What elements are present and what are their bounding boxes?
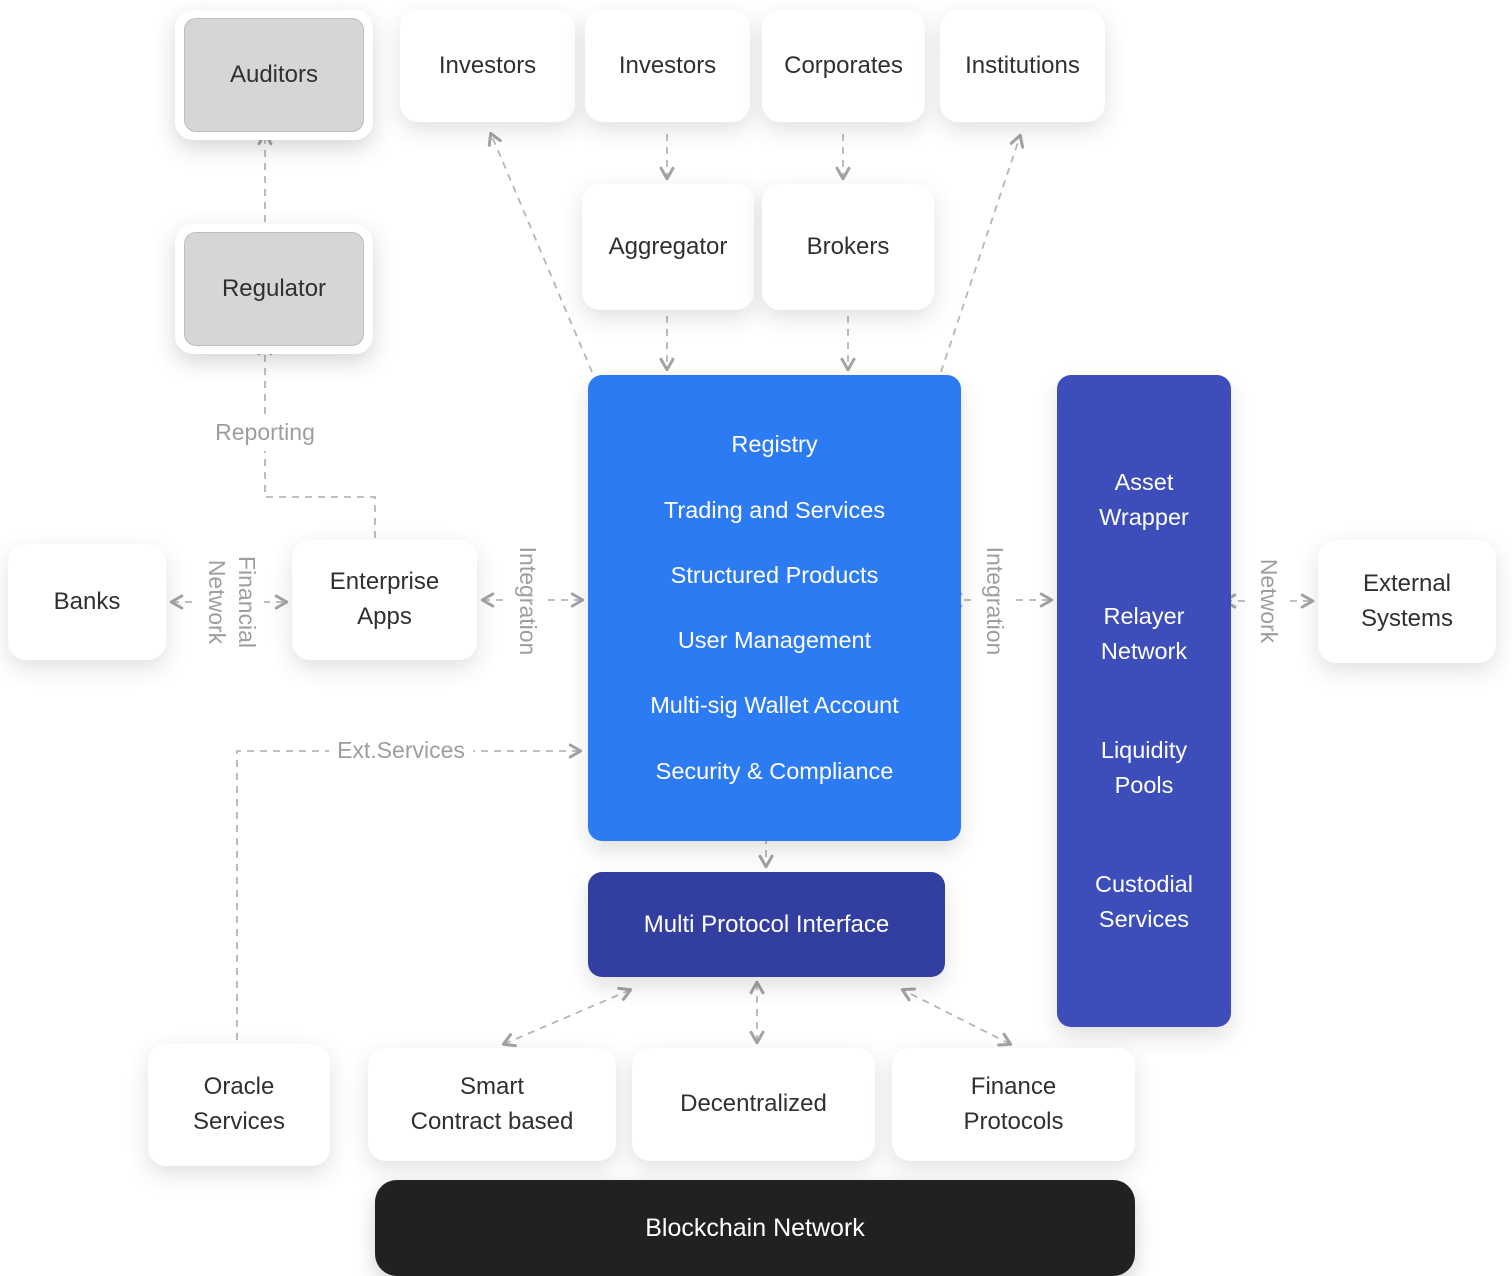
panel-core-platform: Registry Trading and Services Structured… <box>588 375 961 841</box>
edge-label-integration-left: Integration <box>509 538 545 664</box>
panel-defi-services: Asset Wrapper Relayer Network Liquidity … <box>1057 375 1231 1027</box>
core-item-user-management: User Management <box>677 627 872 654</box>
edge-label-financial-network: Financial Network <box>198 547 264 657</box>
node-investors-b: Investors <box>585 10 750 122</box>
node-brokers: Brokers <box>762 184 934 310</box>
core-item-structured-products: Structured Products <box>670 561 879 588</box>
node-aggregator: Aggregator <box>582 184 754 310</box>
edge-mpi-smart-contract <box>501 986 633 1048</box>
edge-core-institutions <box>940 133 1025 373</box>
node-corporates: Corporates <box>762 10 925 122</box>
edge-label-integration-right: Integration <box>976 538 1012 664</box>
node-smart-contract-based: Smart Contract based <box>368 1048 616 1161</box>
node-institutions: Institutions <box>940 10 1105 122</box>
node-auditors-label: Auditors <box>184 18 364 132</box>
edge-label-network: Network <box>1250 550 1286 652</box>
edge-label-reporting: Reporting <box>207 415 323 451</box>
defi-item-asset-wrapper: Asset Wrapper <box>1099 468 1189 530</box>
edge-oracle-core-ext-services <box>236 743 583 1040</box>
core-item-trading-services: Trading and Services <box>663 496 886 523</box>
core-item-registry: Registry <box>731 431 818 458</box>
edge-label-ext-services: Ext.Services <box>329 733 473 769</box>
node-external-systems: External Systems <box>1318 540 1496 663</box>
defi-item-liquidity-pools: Liquidity Pools <box>1100 736 1188 799</box>
node-enterprise-apps: Enterprise Apps <box>292 540 477 660</box>
defi-item-relayer-network: Relayer Network <box>1100 602 1188 664</box>
multi-protocol-interface-label: Multi Protocol Interface <box>643 910 890 938</box>
bar-blockchain-network: Blockchain Network <box>375 1180 1135 1276</box>
node-banks: Banks <box>8 544 166 660</box>
panel-multi-protocol-interface: Multi Protocol Interface <box>588 872 945 977</box>
core-item-multisig-wallet-account: Multi-sig Wallet Account <box>650 692 899 719</box>
defi-item-custodial-services: Custodial Services <box>1095 870 1193 933</box>
edge-core-investors-a <box>487 131 593 373</box>
node-decentralized: Decentralized <box>632 1048 875 1161</box>
node-oracle-services: Oracle Services <box>148 1044 330 1166</box>
edge-mpi-finance-protocols <box>900 987 1013 1047</box>
node-regulator: Regulator <box>175 224 373 354</box>
node-finance-protocols: Finance Protocols <box>892 1048 1135 1161</box>
node-investors-a: Investors <box>400 10 575 122</box>
node-regulator-label: Regulator <box>184 232 364 346</box>
core-item-security-compliance: Security & Compliance <box>655 757 894 784</box>
node-auditors: Auditors <box>175 10 373 140</box>
